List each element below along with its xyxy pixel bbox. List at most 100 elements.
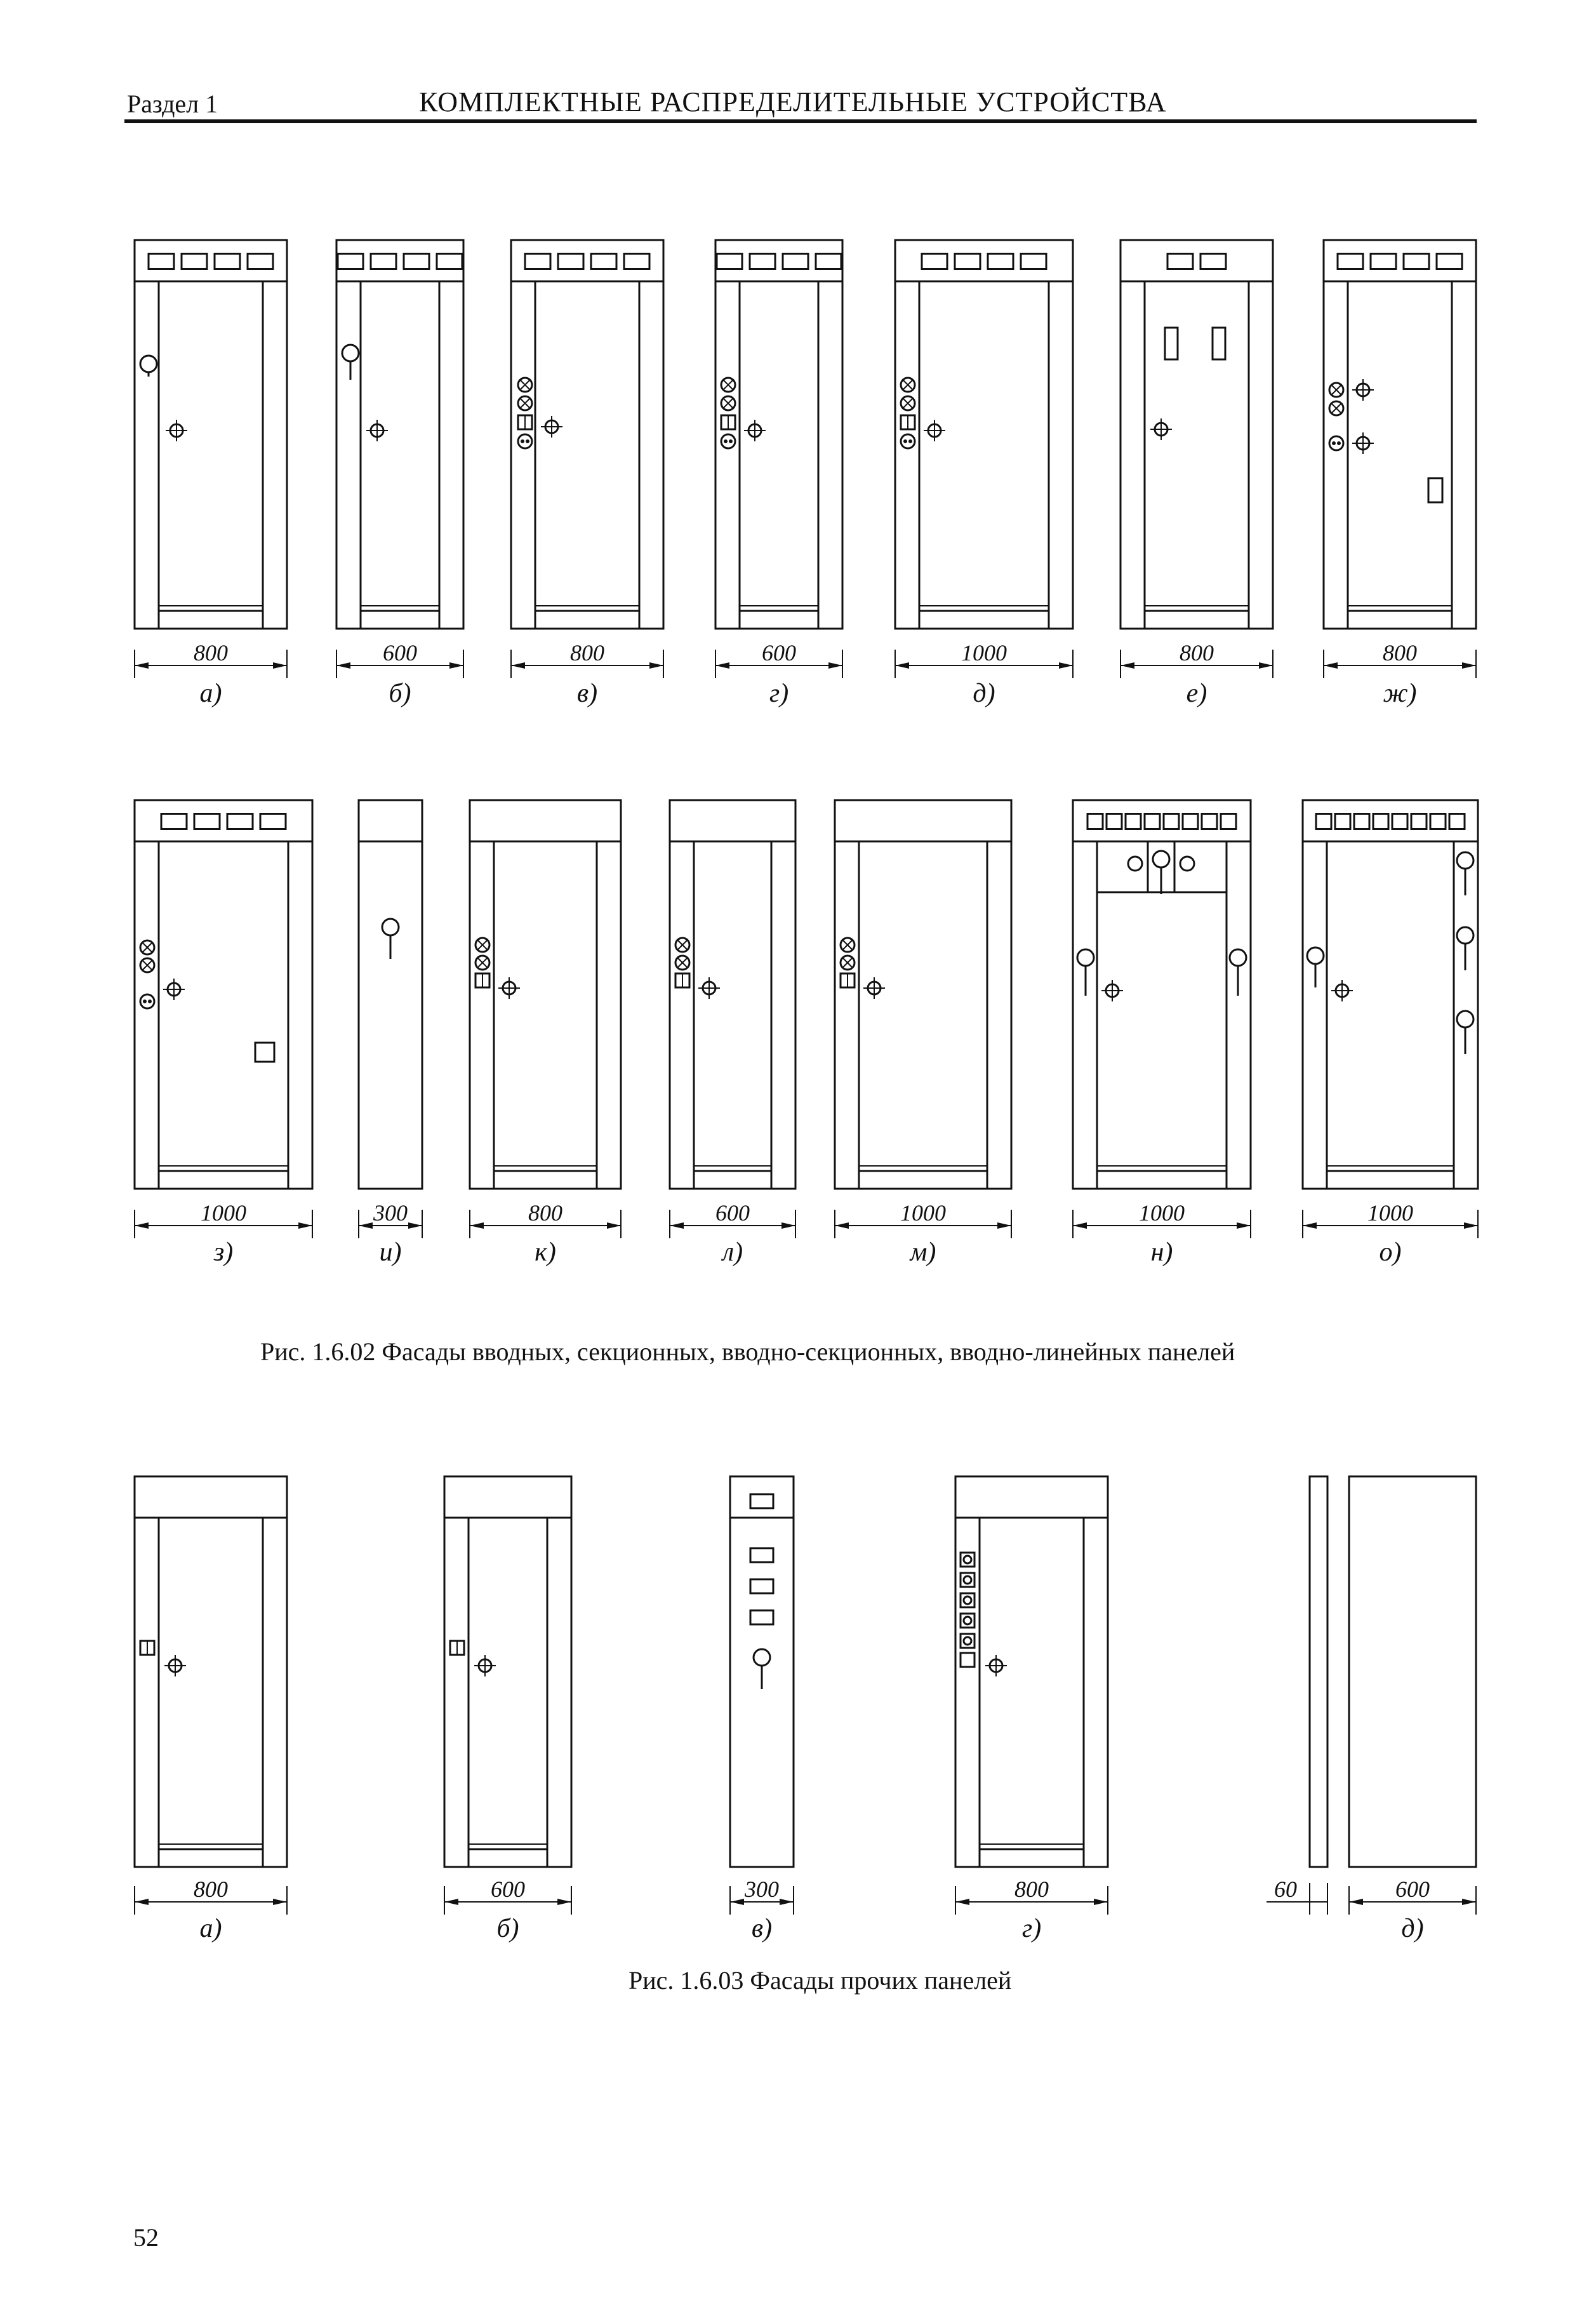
dimension-value: 600 bbox=[491, 1876, 525, 1902]
dimension-value: 60 bbox=[1274, 1876, 1297, 1902]
dimension-value: 800 bbox=[194, 640, 228, 666]
top-window-icon bbox=[1143, 813, 1161, 830]
meter-icon bbox=[720, 433, 736, 450]
dimension-value: 800 bbox=[570, 640, 604, 666]
top-window-icon bbox=[246, 253, 274, 270]
dimension-line: 1000 bbox=[134, 1200, 313, 1238]
door-handle-icon bbox=[1352, 379, 1374, 401]
panel-facade bbox=[729, 1475, 795, 1868]
panel-facade bbox=[357, 799, 423, 1190]
panel-letter: в) bbox=[752, 1914, 772, 1943]
dimension-line: 800 bbox=[469, 1200, 622, 1238]
meter-icon bbox=[1328, 435, 1345, 451]
dimension-value: 300 bbox=[744, 1876, 779, 1902]
switch-icon bbox=[674, 972, 691, 989]
dimension-line: 600 bbox=[444, 1876, 572, 1915]
top-window-icon bbox=[1353, 813, 1371, 830]
panel-letter: д) bbox=[1401, 1914, 1423, 1943]
top-window-icon bbox=[147, 253, 175, 270]
top-window-icon bbox=[213, 253, 241, 270]
meter-icon bbox=[517, 433, 533, 450]
top-window-icon bbox=[954, 253, 981, 270]
panel-facade bbox=[1308, 1475, 1329, 1868]
key-handle-icon bbox=[139, 354, 158, 377]
dimension-line: 800 bbox=[1323, 640, 1477, 678]
dimension-line: 600 bbox=[336, 640, 464, 678]
top-window-icon bbox=[590, 253, 618, 270]
key-handle-icon bbox=[1152, 850, 1171, 894]
dimension-value: 600 bbox=[1395, 1876, 1430, 1902]
top-window-icon bbox=[623, 253, 651, 270]
panel-letter: и) bbox=[380, 1238, 402, 1267]
signal-lamp-icon bbox=[517, 395, 533, 411]
panel-facade bbox=[510, 239, 665, 630]
key-handle-icon bbox=[752, 1648, 771, 1689]
panel-outline bbox=[1301, 799, 1479, 1190]
dimension-value: 800 bbox=[1180, 640, 1214, 666]
key-handle-icon bbox=[1456, 926, 1475, 970]
small-window-icon bbox=[959, 1652, 976, 1668]
dimension-value: 800 bbox=[1383, 640, 1417, 666]
top-window-icon bbox=[748, 253, 776, 270]
top-window-icon bbox=[524, 253, 552, 270]
small-window-icon bbox=[1427, 477, 1444, 504]
dimension-line: 800 bbox=[1120, 640, 1273, 678]
switch-icon bbox=[517, 414, 533, 431]
panel-outline bbox=[714, 239, 844, 630]
panel-letter: м) bbox=[909, 1238, 936, 1267]
panel-outline bbox=[443, 1475, 573, 1868]
switch-icon bbox=[139, 1640, 156, 1656]
top-window-icon bbox=[1315, 813, 1333, 830]
page-number: 52 bbox=[133, 2223, 159, 2252]
panel-facade bbox=[133, 1475, 288, 1868]
dimension-value: 1000 bbox=[961, 640, 1007, 666]
top-window-icon bbox=[193, 813, 221, 830]
panel-outline bbox=[1322, 239, 1477, 630]
panel-letter: в) bbox=[577, 679, 597, 708]
switch-icon bbox=[720, 414, 736, 431]
dimension-line: 1000 bbox=[1072, 1200, 1251, 1238]
small-window-icon bbox=[749, 1578, 775, 1595]
dimension-value: 1000 bbox=[1139, 1200, 1185, 1226]
top-window-icon bbox=[987, 253, 1014, 270]
indicator-icon bbox=[1179, 855, 1195, 872]
door-handle-icon bbox=[166, 420, 187, 441]
top-window-icon bbox=[921, 253, 948, 270]
dimension-value: 1000 bbox=[201, 1200, 246, 1226]
small-window-icon bbox=[1211, 326, 1227, 361]
key-handle-icon bbox=[1306, 946, 1325, 987]
door-handle-icon bbox=[164, 1655, 186, 1676]
panel-outline bbox=[133, 1475, 288, 1868]
panel-letter: ж) bbox=[1383, 679, 1416, 708]
panel-letter: а) bbox=[200, 679, 222, 708]
panel-outline bbox=[357, 799, 423, 1190]
top-window-icon bbox=[259, 813, 287, 830]
top-window-icon bbox=[1166, 253, 1194, 270]
door-handle-icon bbox=[163, 979, 185, 1000]
panel-letter: е) bbox=[1187, 679, 1207, 708]
door-handle-icon bbox=[1352, 432, 1374, 454]
top-window-icon bbox=[1105, 813, 1123, 830]
top-window-icon bbox=[402, 253, 430, 270]
panel-outline bbox=[729, 1475, 795, 1868]
panel-outline bbox=[1119, 239, 1274, 630]
dimension-line: 300 bbox=[729, 1876, 794, 1915]
panel-letter: а) bbox=[200, 1914, 222, 1943]
panel-facade bbox=[714, 239, 844, 630]
panel-outline bbox=[133, 799, 314, 1190]
dimension-line: 600 bbox=[715, 640, 843, 678]
signal-lamp-icon bbox=[139, 939, 156, 956]
switch-icon bbox=[449, 1640, 465, 1656]
panel-outline bbox=[954, 1475, 1109, 1868]
dimension-line: 800 bbox=[510, 640, 664, 678]
dimension-line: 600 bbox=[669, 1200, 796, 1238]
panel-facade bbox=[894, 239, 1074, 630]
panel-outline bbox=[1348, 1475, 1477, 1868]
top-window-icon bbox=[369, 253, 397, 270]
relay-icon bbox=[959, 1572, 976, 1588]
top-window-icon bbox=[715, 253, 743, 270]
relay-icon bbox=[959, 1551, 976, 1568]
key-handle-icon bbox=[1456, 851, 1475, 895]
panel-facade bbox=[1322, 239, 1477, 630]
